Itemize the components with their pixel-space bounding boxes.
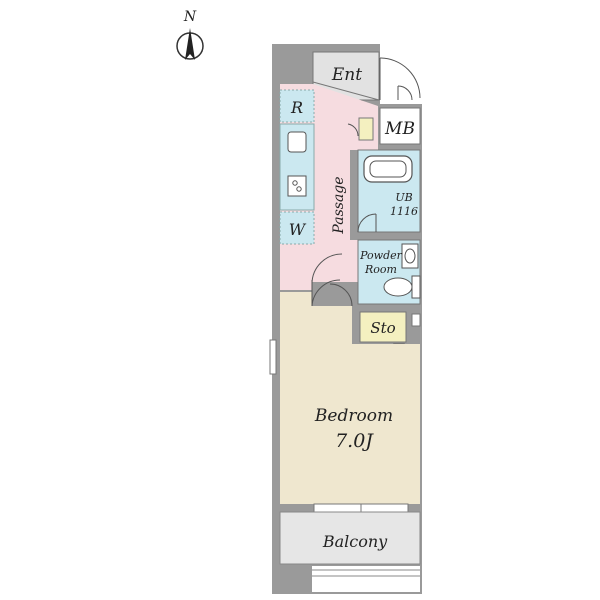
compass: N: [176, 9, 204, 60]
toilet-icon: [383, 277, 413, 297]
passage-label: Passage: [331, 176, 347, 234]
washer-space: [279, 211, 315, 245]
toilet-tank-icon: [411, 275, 421, 299]
kitchen-column: R W: [279, 89, 315, 245]
powder-room-label-line1: Powder: [359, 249, 403, 262]
sink-icon: [287, 131, 307, 153]
storage-label: Sto: [370, 319, 395, 337]
stove-icon: [287, 175, 307, 197]
powder-room-label-line2: Room: [364, 263, 397, 276]
balcony-label: Balcony: [322, 532, 388, 551]
bedroom-size-label: 7.0J: [335, 430, 374, 452]
washer-label: W: [289, 220, 307, 239]
powder-room: Powder Room: [311, 239, 421, 305]
meter-box: MB: [379, 107, 421, 145]
washbasin-icon: [401, 243, 419, 269]
balcony: Balcony: [279, 511, 421, 592]
bathtub-icon: [363, 155, 413, 183]
storage: Sto: [359, 311, 421, 353]
unit-bath-label-line2: 1116: [390, 205, 418, 218]
bedroom-name-label: Bedroom: [314, 406, 393, 426]
entry-door: [379, 57, 421, 101]
compass-arrow-icon: [185, 28, 195, 60]
meter-box-label: MB: [384, 119, 415, 139]
north-label: N: [183, 9, 197, 25]
refrigerator-label: R: [290, 98, 303, 117]
unit-bath: UB 1116: [357, 149, 421, 233]
unit-bath-label-line1: UB: [395, 191, 412, 204]
balcony-window: [313, 503, 409, 513]
shoe-cabinet: [358, 117, 374, 141]
bedroom: Bedroom 7.0J: [269, 279, 420, 504]
entrance-label: Ent: [331, 65, 362, 85]
refrigerator-space: [279, 89, 315, 123]
